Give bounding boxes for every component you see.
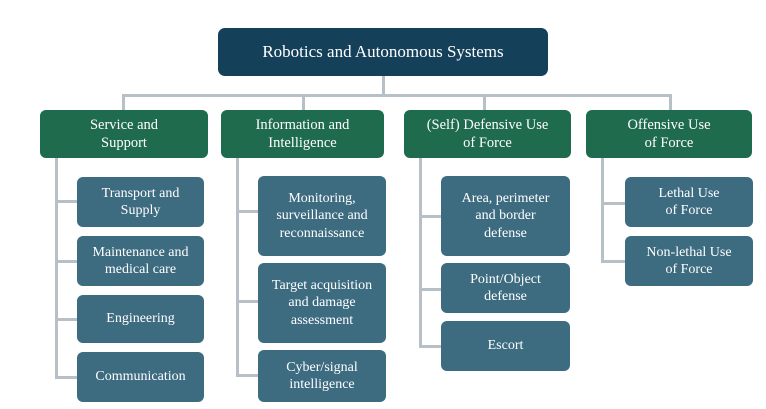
item-maintenance: Maintenance and medical care bbox=[77, 236, 204, 286]
item-point-defense: Point/Object defense bbox=[441, 263, 570, 313]
item-escort: Escort bbox=[441, 321, 570, 371]
cat-stem-0 bbox=[122, 94, 125, 110]
tick-2-0 bbox=[419, 215, 441, 218]
item-transport-supply: Transport and Supply bbox=[77, 177, 204, 227]
item-label: Lethal Use of Force bbox=[658, 185, 720, 219]
branch-2 bbox=[419, 158, 422, 347]
root-stem bbox=[382, 76, 385, 96]
tick-3-1 bbox=[601, 260, 625, 263]
tick-2-1 bbox=[419, 288, 441, 291]
item-nonlethal-force: Non-lethal Use of Force bbox=[625, 236, 753, 286]
tick-2-2 bbox=[419, 345, 441, 348]
item-label: Non-lethal Use of Force bbox=[646, 244, 732, 278]
item-label: Transport and Supply bbox=[101, 185, 180, 219]
item-label: Maintenance and medical care bbox=[92, 244, 189, 278]
tick-1-1 bbox=[236, 300, 258, 303]
root-node: Robotics and Autonomous Systems bbox=[218, 28, 548, 76]
item-target-acquisition: Target acquisition and damage assessment bbox=[258, 263, 386, 343]
item-label: Communication bbox=[95, 369, 186, 385]
category-label: Information and Intelligence bbox=[255, 116, 350, 151]
item-area-defense: Area, perimeter and border defense bbox=[441, 176, 570, 256]
category-information-intelligence: Information and Intelligence bbox=[221, 110, 384, 158]
tick-0-1 bbox=[55, 260, 77, 263]
category-defensive-force: (Self) Defensive Use of Force bbox=[404, 110, 571, 158]
item-communication: Communication bbox=[77, 352, 204, 402]
category-label: Service and Support bbox=[89, 116, 159, 151]
item-label: Engineering bbox=[106, 311, 175, 327]
category-label: Offensive Use of Force bbox=[627, 116, 711, 151]
category-offensive-force: Offensive Use of Force bbox=[586, 110, 752, 158]
tick-1-2 bbox=[236, 374, 258, 377]
branch-1 bbox=[236, 158, 239, 376]
branch-3 bbox=[601, 158, 604, 262]
item-cyber-signal: Cyber/signal intelligence bbox=[258, 350, 386, 402]
cat-stem-1 bbox=[302, 94, 305, 110]
item-label: Escort bbox=[487, 338, 524, 354]
item-label: Area, perimeter and border defense bbox=[461, 190, 550, 241]
item-label: Target acquisition and damage assessment bbox=[271, 277, 373, 328]
root-title: Robotics and Autonomous Systems bbox=[262, 42, 504, 62]
tick-0-2 bbox=[55, 318, 77, 321]
tick-0-0 bbox=[55, 200, 77, 203]
item-engineering: Engineering bbox=[77, 295, 204, 343]
category-label: (Self) Defensive Use of Force bbox=[426, 116, 549, 151]
cat-stem-3 bbox=[669, 94, 672, 110]
item-lethal-force: Lethal Use of Force bbox=[625, 177, 753, 227]
item-label: Cyber/signal intelligence bbox=[286, 359, 358, 393]
tick-0-3 bbox=[55, 376, 77, 379]
item-monitoring: Monitoring, surveillance and reconnaissa… bbox=[258, 176, 386, 256]
item-label: Monitoring, surveillance and reconnaissa… bbox=[276, 190, 368, 241]
category-service-support: Service and Support bbox=[40, 110, 208, 158]
tick-1-0 bbox=[236, 210, 258, 213]
tick-3-0 bbox=[601, 202, 625, 205]
trunk-line bbox=[122, 94, 672, 97]
branch-0 bbox=[55, 158, 58, 378]
cat-stem-2 bbox=[483, 94, 486, 110]
item-label: Point/Object defense bbox=[470, 271, 541, 305]
